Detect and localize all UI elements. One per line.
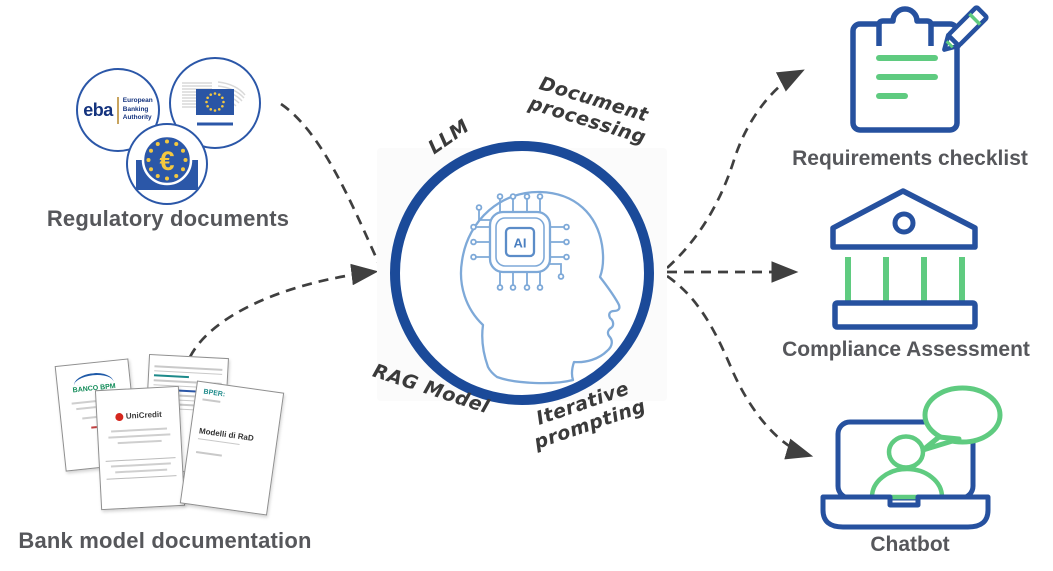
speech-bubble-tail — [920, 434, 962, 453]
chatbot-label: Chatbot — [870, 533, 950, 556]
arrow-model-to-checklist — [666, 69, 805, 270]
compliance-assessment-label: Compliance Assessment — [782, 338, 1030, 361]
arrow-regulatory-to-model — [280, 102, 381, 265]
requirements-checklist-label: Requirements checklist — [792, 147, 1028, 170]
doc-title: UniCredit — [125, 409, 163, 421]
ai-chip: AI — [488, 210, 552, 274]
eba-name-line: European — [122, 97, 153, 105]
eba-logo: eba European Banking Authority — [76, 68, 160, 152]
bank-docs-label: Bank model documentation — [18, 528, 312, 553]
ecb-euro-icon: € — [136, 134, 198, 190]
eba-name-line: Banking — [122, 105, 149, 113]
eba-abbr: eba — [83, 99, 113, 120]
laptop-base — [820, 494, 991, 530]
doc-unicredit: UniCredit — [94, 385, 186, 511]
eu-flag-documents-icon — [182, 81, 246, 126]
building-base — [832, 300, 978, 330]
regulatory-documents-label: Regulatory documents — [46, 206, 290, 231]
ai-head-icon: AI — [459, 190, 621, 385]
checklist-pencil-icon — [850, 5, 989, 133]
head-profile-outline — [459, 190, 621, 385]
ai-chip-label: AI — [514, 236, 527, 251]
doc-bper-modelli: BPER: Modelli di RaD — [179, 380, 285, 516]
bper-logo: BPER: — [203, 388, 226, 399]
eba-name-line: Authority — [122, 114, 152, 122]
speech-bubble — [922, 385, 1003, 445]
chatbot-laptop-icon — [820, 385, 1003, 530]
columns — [845, 257, 965, 305]
eba-divider — [116, 96, 119, 124]
checklist-lines — [876, 55, 938, 99]
arrow-model-to-chatbot — [666, 274, 814, 460]
bank-building-icon — [830, 188, 978, 330]
eba-logo-content: eba European Banking Authority — [83, 96, 153, 124]
eba-name: European Banking Authority — [123, 97, 153, 122]
euro-symbol: € — [159, 146, 174, 176]
unicredit-logo-dot — [114, 412, 124, 421]
arrow-bankdocs-to-model — [188, 263, 379, 358]
pediment-circle — [892, 211, 916, 235]
rag-model-circle: AI — [390, 141, 654, 405]
person-head — [886, 434, 926, 470]
person-body — [869, 466, 945, 500]
ecb-logo: € — [126, 123, 208, 205]
pencil-icon — [942, 5, 989, 52]
clipboard-clip — [876, 6, 934, 46]
chip-traces — [470, 193, 570, 291]
